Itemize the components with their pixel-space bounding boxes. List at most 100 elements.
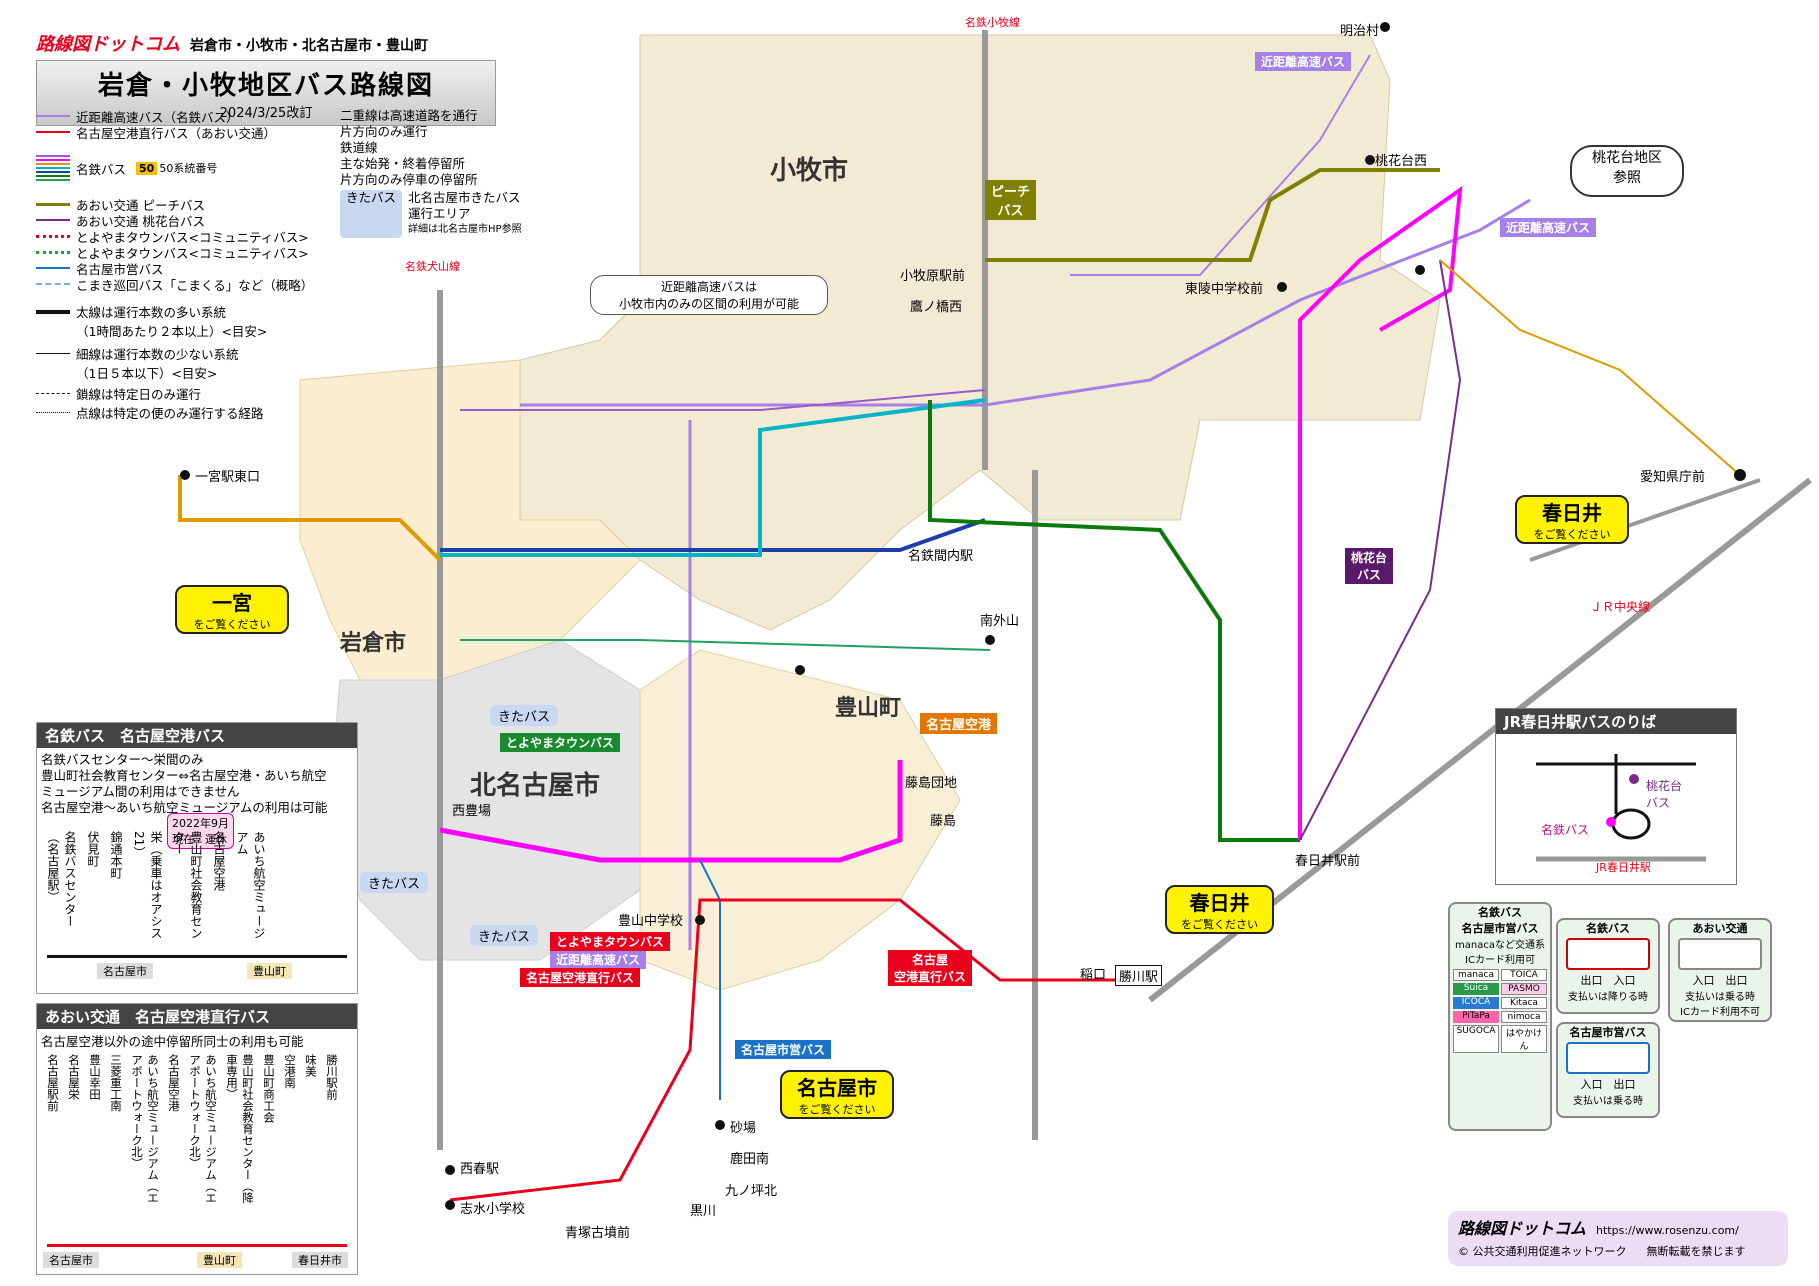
ic-card: PASMO xyxy=(1501,983,1547,995)
legend-label: 太線は運行本数の多い系統 xyxy=(76,305,227,320)
stop-label: 東陵中学校前 xyxy=(1185,282,1264,297)
tokadai-bus-line xyxy=(1299,259,1462,841)
peach-bus-line xyxy=(985,168,1440,262)
jr-chuo-line-branch xyxy=(1529,478,1761,562)
route-30-line xyxy=(1298,185,1463,840)
stop-dots xyxy=(180,22,1746,1210)
legend-label: こまき巡回バス「こまくる」など（概略） xyxy=(76,277,314,293)
ride-note: 支払いは降りる時 xyxy=(1568,992,1648,1003)
legend-label: とよやまタウンバス<コミュニティバス> xyxy=(76,245,309,261)
stop-label: 名鉄間内駅 xyxy=(908,549,974,564)
stop-label: 青塚古墳前 xyxy=(565,1226,631,1241)
kita-bus-badge: きたバス xyxy=(340,190,403,238)
bus-icon xyxy=(1566,1042,1650,1074)
ic-card-panel: 名鉄バス 名古屋市営バス manacaなど交通系 ICカード利用可 manaca… xyxy=(1448,902,1552,1131)
jr-platform-diagram xyxy=(1536,754,1706,862)
legend-label: （1日５本以下）<目安> xyxy=(76,366,218,381)
kita-bus-label: きたバス xyxy=(490,705,559,726)
stop-dot xyxy=(695,915,705,925)
stop-label: 黒川 xyxy=(690,1204,717,1219)
stop-label: 九ノ坪北 xyxy=(725,1184,778,1199)
ic-card: manaca xyxy=(1453,969,1499,981)
stop-label: 西豊場 xyxy=(452,804,492,819)
panel-stop: あいち航空ミュージアム（エアポートウォーク北） xyxy=(188,1054,218,1204)
route-65-line xyxy=(460,389,986,411)
ride-panel-title: あおい交通 xyxy=(1692,922,1748,935)
ride-label: 出口 xyxy=(1580,974,1603,987)
legend-label: 片方向のみ停車の停留所 xyxy=(340,172,478,187)
stop-label: 春日井駅前 xyxy=(1295,854,1361,869)
legend-row: 名鉄バス 50 50系統番号 xyxy=(36,140,346,196)
stop-dot xyxy=(795,665,805,675)
bus-icon xyxy=(1678,938,1762,970)
panel-stop-list: 名鉄バスセンター（名古屋駅） 伏見町 錦通本町 栄（乗車はオアシス21） 豊山町… xyxy=(45,831,268,941)
route-badge: 50 xyxy=(136,161,158,175)
zone-label: 名古屋市 xyxy=(43,1252,99,1268)
panel-stop: 空港南 xyxy=(283,1054,297,1089)
legend-row: あおい交通 桃花台バス xyxy=(36,212,346,229)
stop-dot xyxy=(180,470,190,480)
revised-date: 2024/3/25改訂 xyxy=(219,106,313,121)
stop-label: 愛知県庁前 xyxy=(1640,470,1706,485)
route-61-line xyxy=(440,518,986,552)
panel-title: JR春日井駅バスのりば xyxy=(1496,709,1736,734)
panel-note: 豊山町社会教育センター⇔名古屋空港・あいち航空 xyxy=(41,768,327,783)
rail-label: 名鉄小牧線 xyxy=(965,16,1020,29)
legend-label: （1時間あたり２本以上）<目安> xyxy=(76,324,268,339)
zone-label: 豊山町 xyxy=(197,1252,242,1268)
ic-card: TOICA xyxy=(1501,969,1547,981)
panel-suspended: 2022年9月 現在 運休 xyxy=(167,813,234,849)
stop-label: 砂場 xyxy=(730,1121,757,1136)
footer-url[interactable]: https://www.rosenzu.com/ xyxy=(1596,1224,1739,1237)
legend-label: あおい交通 ピーチバス xyxy=(76,197,205,213)
ic-card: SUGOCA xyxy=(1453,1025,1499,1053)
ride-panel-title: 名古屋市営バス xyxy=(1569,1026,1647,1039)
panel-stop: 勝川駅前 xyxy=(325,1054,339,1100)
stop-label: 西春駅 xyxy=(460,1162,500,1177)
tokadai-box: 桃花台地区 参照 xyxy=(1570,145,1684,197)
panel-stop: 名古屋栄 xyxy=(67,1054,81,1100)
legend-row: こまき巡回バス「こまくる」など（概略） xyxy=(36,276,346,293)
jr-station-label: JR春日井駅 xyxy=(1596,861,1651,874)
city-bus-badge: 名古屋市営バス xyxy=(735,1040,832,1059)
legend-label: 細線は運行本数の少ない系統 xyxy=(76,347,239,362)
ic-card: Kitaca xyxy=(1501,997,1547,1009)
footer: 路線図ドットコム https://www.rosenzu.com/ © 公共交通… xyxy=(1448,1211,1788,1266)
kinkyori-bus-line-north xyxy=(1070,54,1371,276)
toyoyama-area xyxy=(639,649,961,991)
legend-label: 二重線は高速道路を通行 xyxy=(340,108,478,123)
route-1-line xyxy=(439,760,903,863)
ride-label: 入口 xyxy=(1613,974,1636,987)
kinkyori-bus-line xyxy=(520,198,1531,407)
legend-label: 50系統番号 xyxy=(159,162,218,175)
legend-label: とよやまタウンバス<コミュニティバス> xyxy=(76,229,309,245)
stop-label: 小牧原駅前 xyxy=(900,269,966,284)
kinkyori-note: 近距離高速バスは 小牧市内のみの区間の利用が可能 xyxy=(590,275,828,315)
legend-row: 名古屋空港直行バス（あおい交通） xyxy=(36,124,346,141)
toyoyama-town-badge: とよやまタウンバス xyxy=(500,733,621,752)
stop-dot xyxy=(1415,265,1425,275)
kinkyori-badge: 近距離高速バス xyxy=(1255,52,1352,71)
stop-label: 南外山 xyxy=(980,614,1020,629)
city-kitanagoya: 北名古屋市 xyxy=(470,771,601,801)
legend-label: 北名古屋市きたバス xyxy=(408,190,521,205)
legend-label: 点線は特定の便のみ運行する経路 xyxy=(76,406,264,421)
stop-label: 藤島団地 xyxy=(905,776,958,791)
header-top-row: 路線図ドットコム 岩倉市・小牧市・北名古屋市・豊山町 xyxy=(36,30,496,56)
tokadai-title: 桃花台地区 xyxy=(1592,150,1662,166)
panel-stop: 豊山町社会教育センター（降車専用） xyxy=(225,1054,255,1204)
ride-note: 支払いは乗る時 ICカード利用不可 xyxy=(1680,992,1760,1018)
panel-stop: 豊山町社会教育センター xyxy=(172,831,203,939)
city-iwakura: 岩倉市 xyxy=(340,631,407,656)
nagoya-airport-label: 名古屋空港 xyxy=(920,713,998,734)
ride-panel-meitetsu: 名鉄バス 出口 入口 支払いは降りる時 xyxy=(1556,918,1660,1014)
stop-label: 志水小学校 xyxy=(460,1202,526,1217)
stop-label: 藤島 xyxy=(930,814,957,829)
kita-bus-label: きたバス xyxy=(360,872,429,893)
airport-direct-badge: 名古屋空港直行バス xyxy=(520,968,641,987)
ic-card: PiTaPa xyxy=(1453,1011,1499,1023)
legend-row: とよやまタウンバス<コミュニティバス> xyxy=(36,228,346,245)
jr-meitetsu-label: 名鉄バス xyxy=(1541,823,1590,837)
ic-card: nimoca xyxy=(1501,1011,1547,1023)
city-komaki: 小牧市 xyxy=(770,156,849,186)
